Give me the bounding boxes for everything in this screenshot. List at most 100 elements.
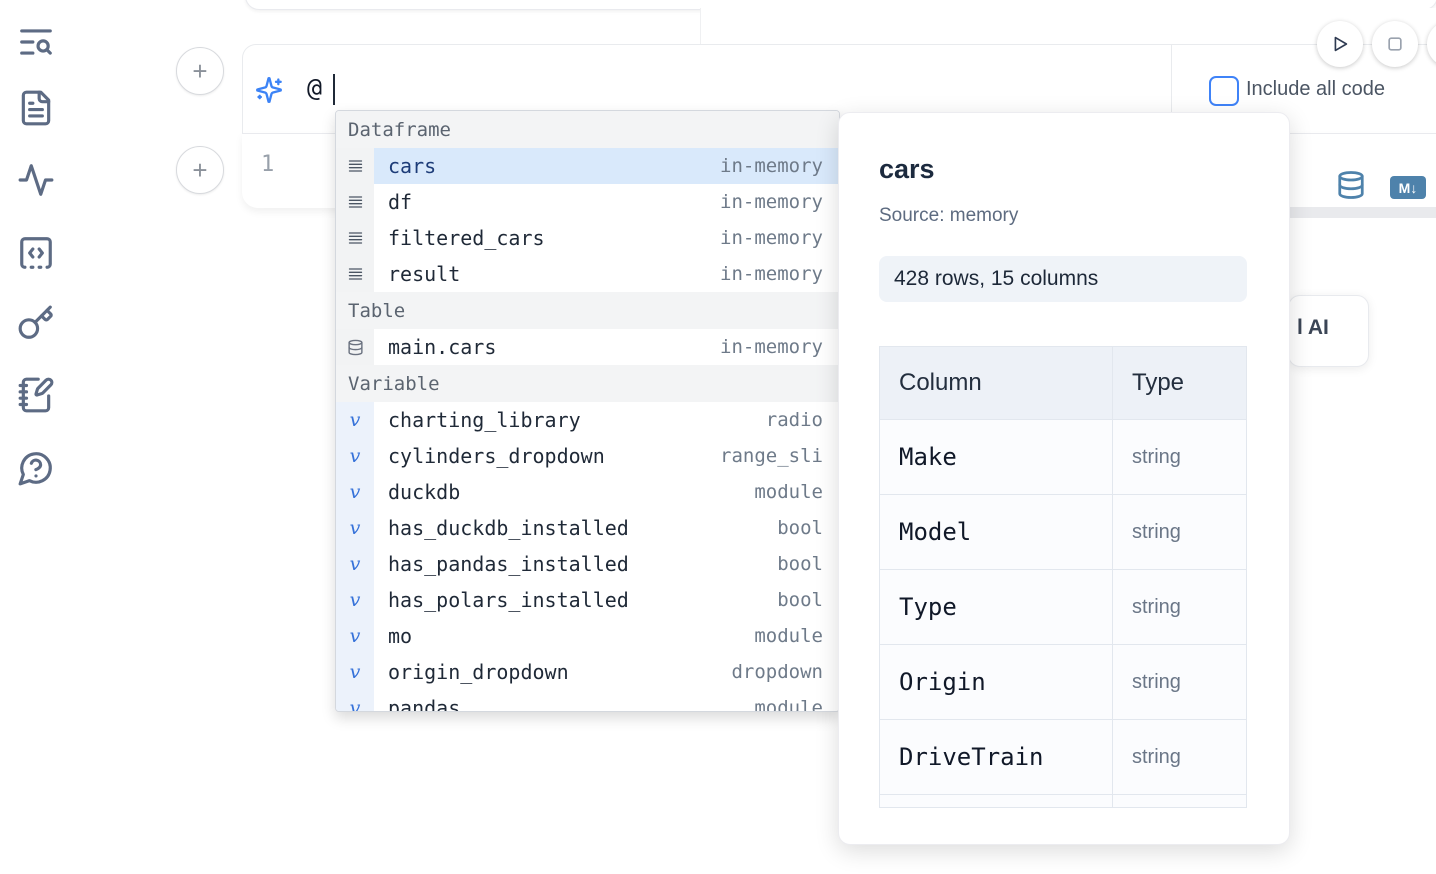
dataframe-preview-panel: cars Source: memory 428 rows, 15 columns… [838,112,1290,845]
column-name-cell: Make [880,420,1113,495]
item-type: in-memory [720,191,823,213]
ai-generate-button-fragment[interactable]: l AI [1288,295,1369,367]
rows-icon [336,184,374,220]
preview-source: Source: memory [879,205,1019,226]
variable-icon: v [336,546,374,582]
extra-cell-button[interactable] [1427,21,1436,67]
autocomplete-item[interactable]: v has_duckdb_installed bool [336,510,839,546]
sparkles-icon [255,76,283,104]
variable-icon: v [336,582,374,618]
variable-icon: v [336,438,374,474]
autocomplete-section-header: Dataframe [336,111,839,148]
database-small-icon [336,329,374,365]
rows-icon [336,148,374,184]
item-type: module [754,625,823,647]
column-header: Column [880,347,1113,420]
help-circle-icon[interactable] [17,448,55,488]
column-name-cell: Model [880,495,1113,570]
ai-prompt-input[interactable]: @ [307,73,323,102]
stop-button[interactable] [1372,21,1418,67]
include-all-code-checkbox[interactable] [1209,76,1239,106]
rows-icon [336,256,374,292]
column-type-cell: string [1113,420,1246,495]
column-header: Type [1113,347,1246,420]
item-name: pandas [388,696,461,712]
column-name-cell [880,795,1113,807]
file-text-icon[interactable] [17,88,55,128]
autocomplete-item[interactable]: v charting_library radio [336,402,839,438]
item-name: has_pandas_installed [388,552,629,576]
column-type-cell [1113,795,1246,807]
run-cell-button[interactable] [1317,21,1363,67]
item-name: duckdb [388,480,461,504]
column-type-cell: string [1113,570,1246,645]
code-square-icon[interactable] [17,233,55,273]
variable-icon: v [336,618,374,654]
variable-icon: v [336,474,374,510]
column-type-cell: string [1113,495,1246,570]
line-number: 1 [261,152,275,177]
column-type-cell: string [1113,720,1246,795]
autocomplete-item[interactable]: main.cars in-memory [336,329,839,365]
item-type: bool [777,517,823,539]
column-name-cell: Type [880,570,1113,645]
variable-icon: v [336,510,374,546]
shape-badge: 428 rows, 15 columns [879,256,1247,302]
item-name: mo [388,624,413,648]
key-icon[interactable] [17,303,55,343]
preview-title: cars [879,154,935,184]
item-type: in-memory [720,336,823,358]
add-cell-button-top[interactable]: + [176,47,224,95]
text-cursor [333,74,335,105]
autocomplete-item[interactable]: cars in-memory [336,148,839,184]
text-search-icon[interactable] [17,22,55,62]
item-name: filtered_cars [388,226,545,250]
item-type: bool [777,553,823,575]
markdown-icon[interactable]: M↓ [1390,176,1426,199]
notebook-pen-icon[interactable] [17,375,55,415]
table-row [880,795,1246,807]
previous-cell-console [700,8,1436,44]
item-type: module [754,481,823,503]
item-type: range_sli [720,445,823,467]
item-name: origin_dropdown [388,660,569,684]
autocomplete-item[interactable]: v has_pandas_installed bool [336,546,839,582]
ai-button-label: l AI [1297,316,1329,339]
item-type: in-memory [720,155,823,177]
item-name: cars [388,154,437,178]
variable-icon: v [336,402,374,438]
column-type-cell: string [1113,645,1246,720]
variable-icon: v [336,690,374,711]
item-type: dropdown [731,661,823,683]
item-type: in-memory [720,263,823,285]
stop-icon [1385,34,1405,54]
item-type: radio [765,409,823,431]
item-name: charting_library [388,408,581,432]
column-name-cell: Origin [880,645,1113,720]
item-name: has_duckdb_installed [388,516,629,540]
play-icon [1329,33,1351,55]
add-cell-button-bottom[interactable]: + [176,146,224,194]
autocomplete-section-header: Table [336,292,839,329]
divider [1171,45,1172,134]
item-name: main.cars [388,335,497,359]
activity-icon[interactable] [17,160,55,200]
database-icon[interactable] [1336,170,1366,200]
cell-output-band [1290,207,1436,218]
item-type: bool [777,589,823,611]
